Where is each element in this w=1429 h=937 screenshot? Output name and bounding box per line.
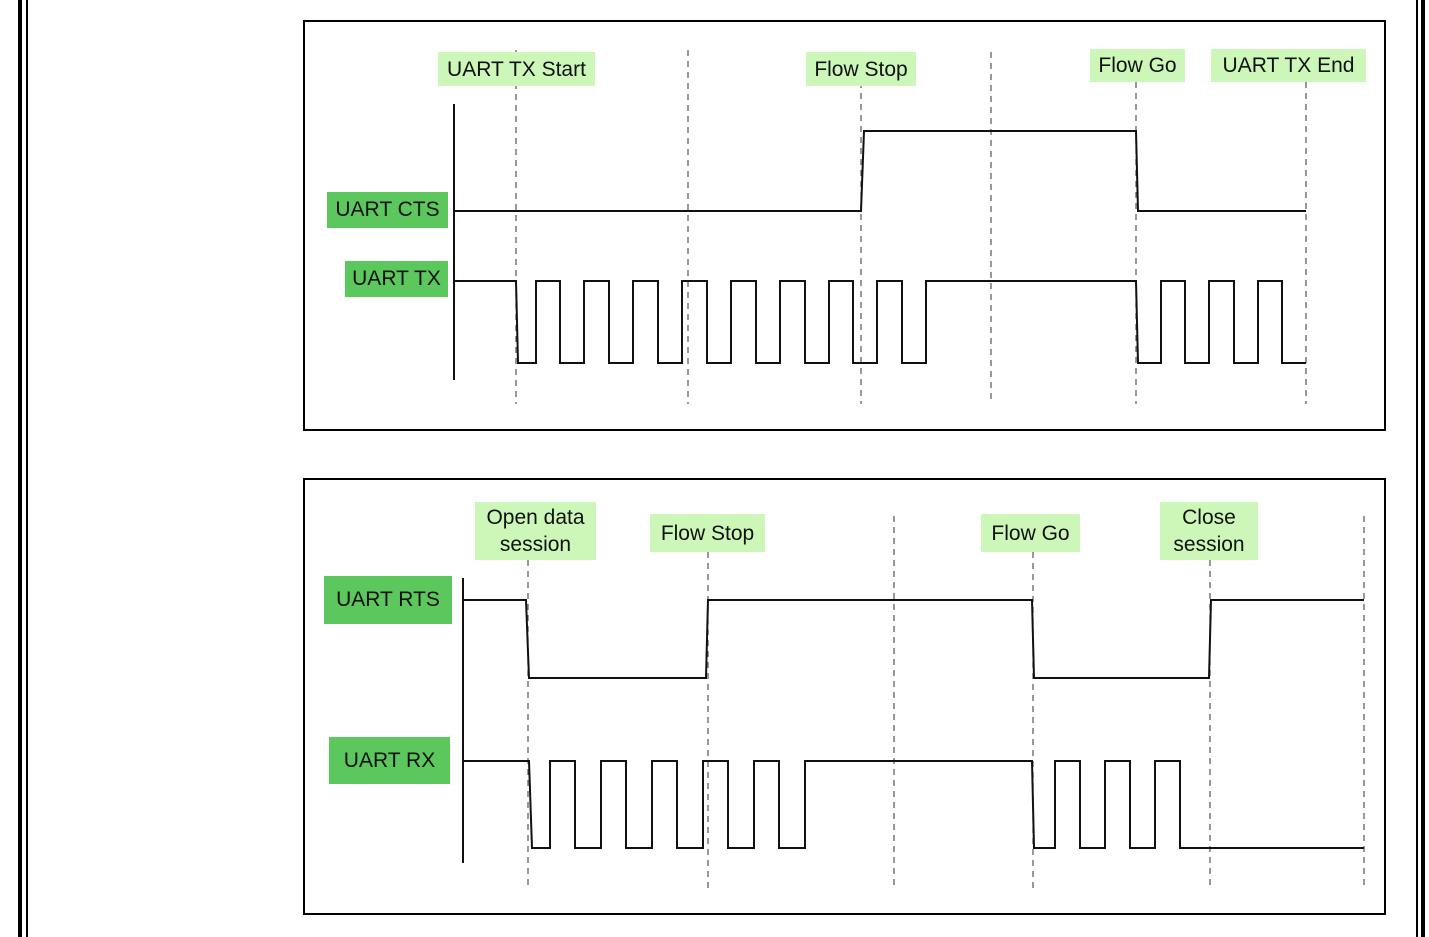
tx-timing-waveforms — [453, 50, 1307, 404]
page-border-right — [1416, 0, 1418, 937]
tx-flow-control-diagram: UART TX Start Flow Stop Flow Go UART TX … — [303, 20, 1386, 431]
tx-waveform — [454, 280, 1306, 364]
event-label-close-session: Close session — [1160, 502, 1258, 560]
event-label-flow-go: Flow Go — [1090, 49, 1185, 82]
signal-label-tx: UART TX — [345, 261, 448, 297]
signal-label-cts: UART CTS — [327, 192, 448, 228]
rx-timing-waveforms — [462, 516, 1365, 890]
rx-flow-control-diagram: Open data session Flow Stop Flow Go Clos… — [303, 478, 1386, 915]
event-label-flow-stop: Flow Stop — [806, 52, 916, 86]
signal-label-rx: UART RX — [329, 737, 450, 784]
event-label-tx-start: UART TX Start — [438, 52, 595, 86]
rts-waveform — [463, 599, 1364, 679]
event-label-tx-end: UART TX End — [1211, 49, 1366, 82]
page-border-left-inner — [26, 0, 28, 937]
event-label-open-session: Open data session — [475, 502, 596, 560]
page-border-right-inner — [1421, 0, 1425, 937]
page-border-left — [18, 0, 22, 937]
event-label-flow-go: Flow Go — [981, 514, 1080, 552]
signal-label-rts: UART RTS — [324, 576, 452, 624]
event-label-flow-stop: Flow Stop — [650, 514, 765, 552]
rx-waveform — [463, 760, 1364, 849]
cts-waveform — [454, 130, 1306, 212]
